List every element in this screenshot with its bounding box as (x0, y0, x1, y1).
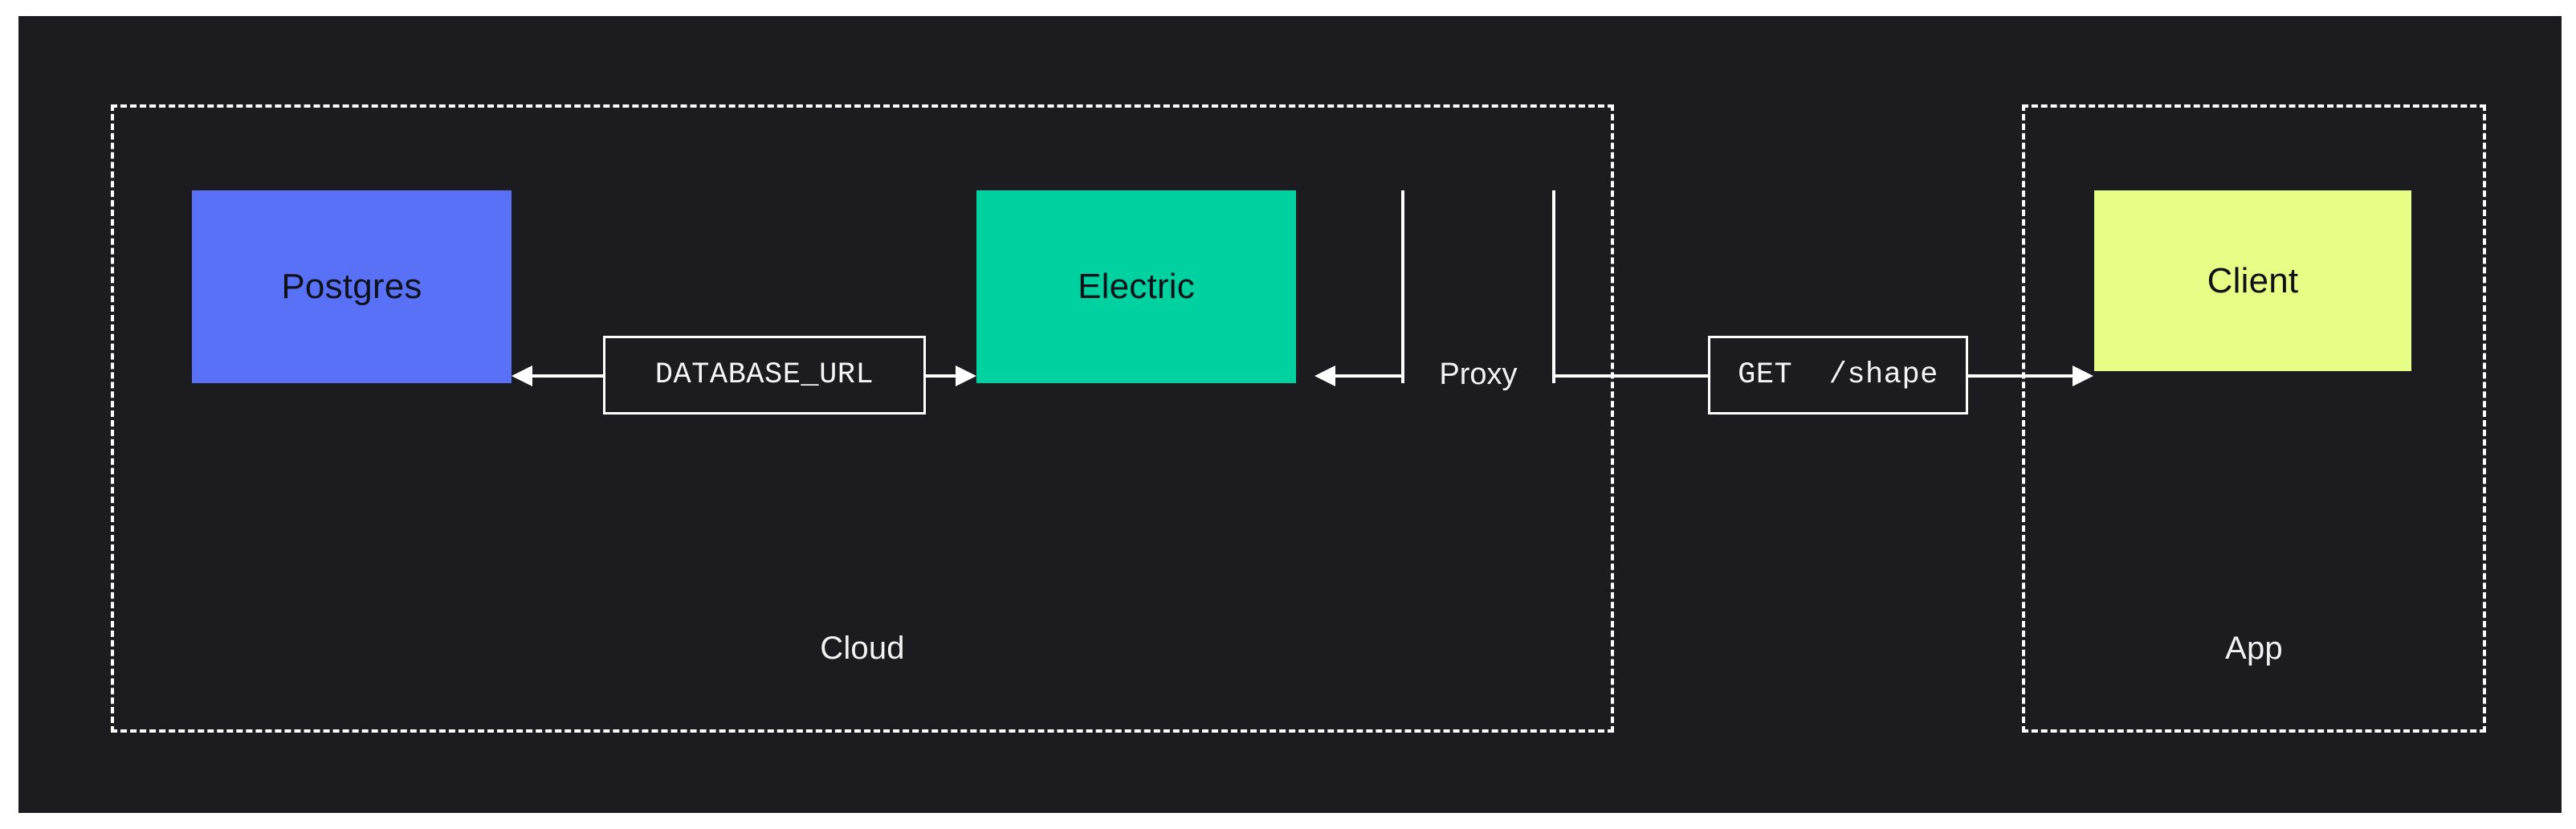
arrow-head-to-electric-from-proxy (1314, 365, 1335, 386)
connector-chip-get-shape[interactable]: GET /shape (1708, 336, 1968, 414)
node-electric[interactable]: Electric (976, 190, 1296, 383)
connector-label-database-url: DATABASE_URL (654, 358, 874, 392)
group-label-cloud: Cloud (820, 631, 905, 666)
connector-line-proxy-to-electric (1335, 374, 1404, 378)
connector-line-shape-to-client (1968, 374, 2073, 378)
group-box-cloud (111, 104, 1614, 733)
group-label-app: App (2225, 631, 2283, 666)
node-label-electric: Electric (1078, 267, 1195, 306)
arrow-head-to-electric (956, 365, 976, 386)
connector-label-proxy: Proxy (1409, 347, 1547, 402)
node-label-postgres: Postgres (281, 267, 422, 306)
node-client[interactable]: Client (2094, 190, 2411, 371)
connector-label-get-shape: GET /shape (1738, 358, 1938, 392)
arrow-head-to-client (2073, 365, 2093, 386)
connector-chip-database-url[interactable]: DATABASE_URL (603, 336, 926, 414)
proxy-boundary-line-right (1552, 190, 1555, 383)
group-box-app (2022, 104, 2486, 733)
diagram-canvas: Cloud App Postgres Electric Client DATAB… (18, 16, 2562, 813)
arrow-head-to-postgres (512, 365, 532, 386)
connector-line-database-url-left (532, 374, 603, 378)
connector-line-proxy-to-shape (1554, 374, 1708, 378)
node-label-client: Client (2207, 260, 2299, 300)
node-postgres[interactable]: Postgres (192, 190, 512, 383)
proxy-boundary-line-left (1401, 190, 1404, 383)
connector-line-database-url-right (926, 374, 956, 378)
